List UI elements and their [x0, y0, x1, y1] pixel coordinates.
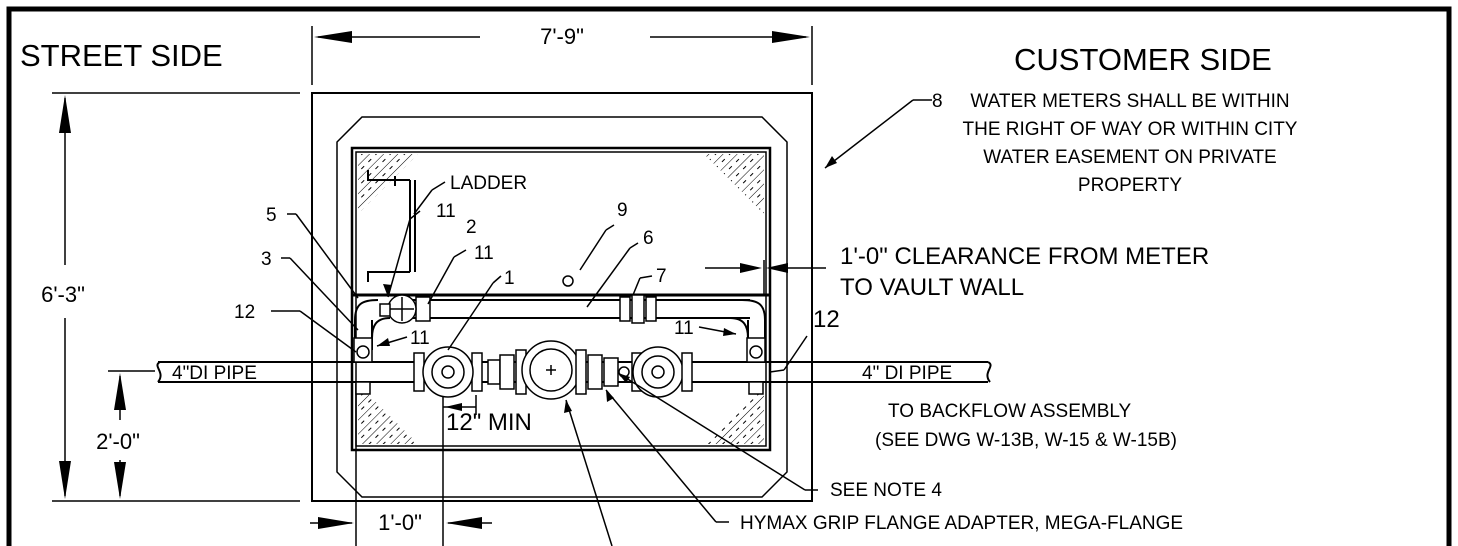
callout-2: 2: [466, 217, 477, 238]
vault-chamfer-outline: [336, 116, 788, 498]
sheet-border: [6, 6, 1452, 546]
note-line-3: WATER EASEMENT ON PRIVATE: [983, 147, 1276, 168]
callout-6: 6: [643, 228, 654, 249]
callout-7: 7: [656, 266, 667, 287]
dim-pipe-height: [108, 370, 155, 499]
backflow-line-2: (SEE DWG W-13B, W-15 & W-15B): [875, 430, 1177, 451]
vault-inner-wall-2: [355, 151, 767, 447]
dim-width-label: 7'-9": [540, 24, 584, 49]
bypass-fittings: [379, 294, 657, 324]
water-meter: [499, 340, 603, 400]
street-side-title: STREET SIDE: [20, 38, 223, 73]
callout-11-a: 11: [436, 201, 456, 222]
vault-outer-wall: [311, 92, 813, 502]
dim-min-label: 12" MIN: [446, 409, 532, 436]
right-riser-valve: [746, 337, 766, 395]
ladder-label: LADDER: [450, 173, 527, 194]
hatch-top-right: [704, 154, 764, 214]
right-gate-valve: [603, 346, 693, 398]
note-line-1: WATER METERS SHALL BE WITHIN: [970, 91, 1289, 112]
dim-height: [52, 92, 300, 502]
arrowheads: [377, 156, 837, 413]
dim-offset-label: 1'-0": [378, 510, 422, 535]
left-gate-valve: [413, 346, 501, 398]
backflow-line-1: TO BACKFLOW ASSEMBLY: [888, 401, 1132, 422]
clearance-line-2: TO VAULT WALL: [840, 274, 1024, 301]
note-line-2: THE RIGHT OF WAY OR WITHIN CITY: [963, 119, 1298, 140]
callout-11-b: 11: [474, 243, 494, 264]
callout-12-b: 12: [813, 306, 840, 333]
note-line-4: PROPERTY: [1078, 175, 1183, 196]
dim-min: [443, 395, 477, 415]
dim-width: [311, 26, 813, 85]
callout-8: 8: [932, 91, 943, 112]
callout-11-c: 11: [410, 328, 430, 349]
hatch-bottom-left: [358, 384, 418, 444]
callout-12-a: 12: [234, 302, 255, 323]
callout-11-d: 11: [674, 318, 694, 339]
callout-1: 1: [504, 268, 515, 289]
right-pipe-label: 4" DI PIPE: [862, 363, 952, 384]
item-9-marker: [562, 275, 574, 287]
vault-inner-wall: [350, 146, 772, 452]
customer-side-title: CUSTOMER SIDE: [1014, 42, 1272, 77]
clearance-line-1: 1'-0" CLEARANCE FROM METER: [840, 243, 1209, 270]
ladder: [367, 170, 416, 282]
see-note-label: SEE NOTE 4: [830, 480, 942, 501]
hatch-top-left: [358, 154, 418, 214]
callout-5: 5: [266, 205, 277, 226]
dim-height-label: 6'-3": [41, 282, 85, 307]
dim-offset: [310, 384, 492, 546]
left-riser-valve: [353, 337, 373, 395]
left-pipe-label: 4"DI PIPE: [172, 363, 257, 384]
callout-3: 3: [261, 249, 272, 270]
hatch-bottom-right: [704, 384, 764, 444]
bypass-pipe: [352, 293, 770, 350]
dim-pipe-height-label: 2'-0": [96, 429, 140, 454]
hymax-label: HYMAX GRIP FLANGE ADAPTER, MEGA-FLANGE: [740, 513, 1183, 534]
callout-9: 9: [617, 200, 628, 221]
